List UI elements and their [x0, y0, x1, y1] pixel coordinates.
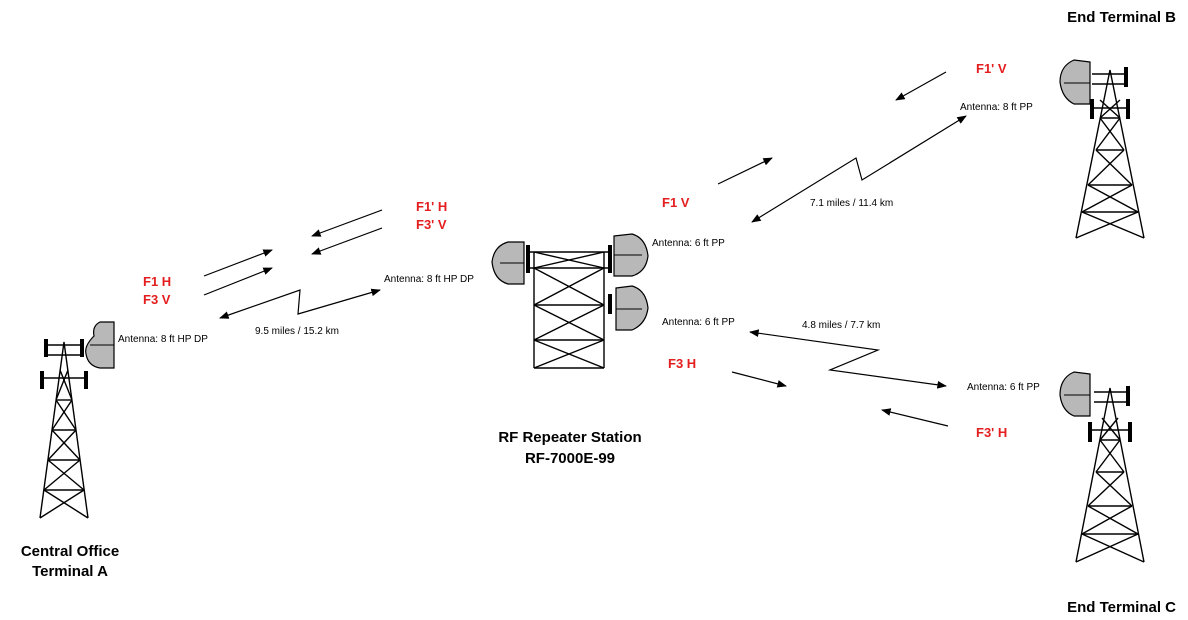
- freq-label-f3v: F3 V: [143, 292, 171, 307]
- tx-arrow-1: [203, 249, 273, 277]
- terminal-c-tower: [1075, 386, 1145, 563]
- link-repeater-c-path: [749, 329, 947, 389]
- freq-label-f3ph: F3' H: [976, 425, 1007, 440]
- terminal-a-antenna-label: Antenna: 8 ft HP DP: [118, 334, 208, 345]
- repeater-antenna-northeast-label: Antenna: 6 ft PP: [652, 238, 725, 249]
- terminal-b-dish: [1059, 59, 1091, 105]
- repeater-dish-southeast: [615, 285, 649, 331]
- terminal-b-antenna-label: Antenna: 8 ft PP: [960, 102, 1033, 113]
- repeater-tower: [526, 245, 612, 369]
- link-a-repeater-distance: 9.5 miles / 15.2 km: [255, 326, 339, 337]
- freq-label-f1ph: F1' H: [416, 199, 447, 214]
- repeater-title-line1: RF Repeater Station: [498, 429, 641, 446]
- terminal-b-title: End Terminal B: [1067, 9, 1176, 26]
- tx-arrow-f1v: [717, 157, 773, 185]
- rx-arrow-1: [311, 209, 383, 237]
- link-a-repeater-path: [219, 288, 381, 319]
- tx-arrow-f3h: [731, 371, 787, 388]
- freq-label-f1v: F1 V: [662, 195, 690, 210]
- rx-arrow-f1pv: [895, 71, 947, 101]
- repeater-dish-northeast: [613, 233, 649, 277]
- terminal-a-dish: [85, 321, 115, 369]
- freq-label-f3pv: F3' V: [416, 217, 447, 232]
- terminal-c-title: End Terminal C: [1067, 599, 1176, 616]
- repeater-antenna-west-label: Antenna: 8 ft HP DP: [384, 274, 474, 285]
- terminal-a-title-line2: Terminal A: [32, 563, 108, 580]
- terminal-a-tower: [39, 339, 89, 519]
- freq-label-f1pv: F1' V: [976, 61, 1007, 76]
- terminal-c-dish: [1059, 371, 1091, 417]
- terminal-b-tower: [1075, 67, 1145, 239]
- terminal-a-title-line1: Central Office: [21, 543, 119, 560]
- rx-arrow-2: [311, 227, 383, 255]
- tx-arrow-2: [203, 267, 273, 296]
- repeater-dish-west: [491, 241, 525, 285]
- terminal-c-antenna-label: Antenna: 6 ft PP: [967, 382, 1040, 393]
- freq-label-f3h: F3 H: [668, 356, 696, 371]
- link-repeater-b-distance: 7.1 miles / 11.4 km: [810, 198, 893, 209]
- repeater-antenna-southeast-label: Antenna: 6 ft PP: [662, 317, 735, 328]
- rx-arrow-f3ph: [881, 408, 949, 427]
- link-repeater-c-distance: 4.8 miles / 7.7 km: [802, 320, 880, 331]
- link-repeater-b-path: [751, 115, 967, 223]
- repeater-title-line2: RF-7000E-99: [525, 450, 615, 467]
- freq-label-f1h: F1 H: [143, 274, 171, 289]
